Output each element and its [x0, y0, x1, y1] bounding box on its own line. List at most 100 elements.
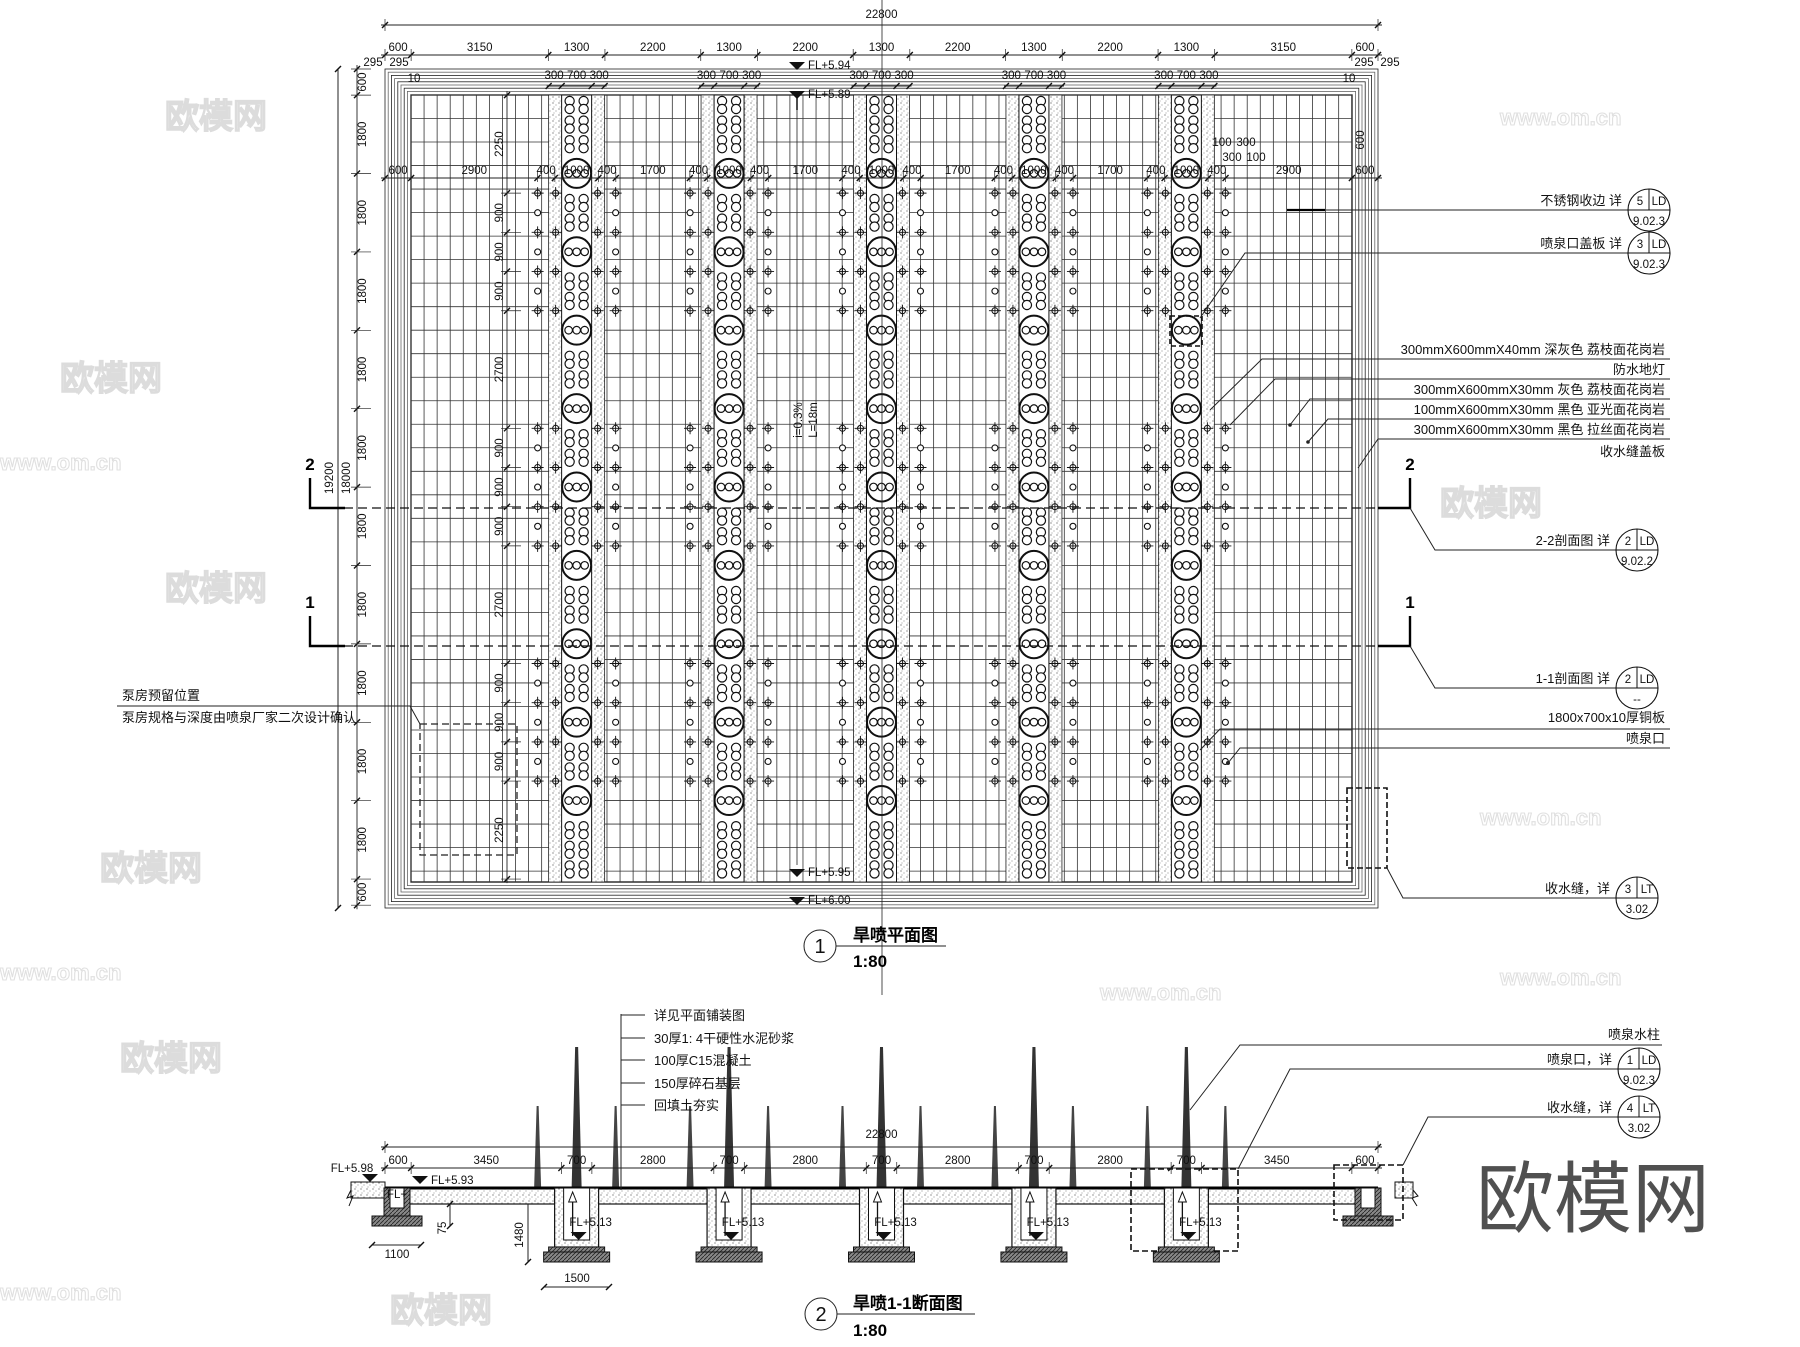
- ground-light-cross: [914, 187, 927, 200]
- dimension-tick: [1167, 82, 1175, 90]
- water-jet-icon: [916, 718, 925, 726]
- ground-light-cross: [531, 735, 544, 748]
- sheet-page: 9.02.3: [1633, 259, 1665, 271]
- water-jet-icon: [686, 248, 694, 256]
- fountain-nozzle: [1170, 471, 1202, 503]
- water-jet-icon: [1069, 287, 1077, 295]
- water-jet-icon: [764, 757, 772, 766]
- fountain-nozzle: [561, 314, 593, 346]
- fountain-strip: [988, 94, 1079, 883]
- dimension-text: 1300: [564, 42, 590, 54]
- dimension-text: 3150: [1270, 42, 1296, 54]
- fountain-nozzle: [866, 785, 897, 817]
- pebble-motif: [716, 672, 728, 683]
- ground-light-cross: [549, 775, 562, 788]
- dimension-tick: [893, 82, 900, 90]
- section-mark-right: [1378, 478, 1412, 510]
- fountain-nozzle: [713, 314, 745, 346]
- water-jet-icon: [612, 444, 620, 452]
- fountain-nozzle: [561, 785, 593, 817]
- ground-light-cross: [1219, 422, 1232, 435]
- nozzle-hole-icon: [1021, 482, 1031, 492]
- dimension-tick: [446, 1222, 454, 1230]
- fountain-nozzle: [1170, 157, 1202, 189]
- dimension-text: 1800: [357, 827, 369, 853]
- water-jet-icon: [916, 444, 925, 452]
- dimension-text: 1480: [514, 1222, 526, 1248]
- ground-light-cross: [1006, 657, 1019, 670]
- level-triangle-icon: [570, 1232, 587, 1240]
- ground-light-cross: [1201, 187, 1214, 200]
- level-mark: FL+5.93: [431, 1175, 474, 1187]
- fountain-strip: [1141, 94, 1232, 883]
- water-jet-icon: [1069, 679, 1077, 687]
- ground-light-cross: [591, 226, 604, 239]
- pebble-motif: [1188, 142, 1199, 154]
- ground-light-cross: [1066, 422, 1079, 435]
- water-jet-icon: [838, 287, 847, 295]
- dimension-text: 295: [1354, 57, 1373, 69]
- nozzle-hole-icon: [869, 325, 878, 335]
- pebble-motif: [730, 829, 742, 840]
- pebble-motif: [1021, 515, 1033, 526]
- ground-light-cross: [1219, 461, 1232, 474]
- ground-light-cross: [609, 696, 622, 709]
- nozzle-hole-icon: [1029, 404, 1039, 413]
- pebble-motif: [730, 672, 742, 683]
- dimension-text: 295: [1380, 57, 1399, 69]
- dimension-text: i=0.3%: [793, 402, 805, 437]
- pebble-motif: [883, 437, 894, 448]
- dimension-text: 700: [567, 70, 586, 82]
- pebble-motif: [730, 613, 742, 624]
- dimension-text: 1300: [869, 42, 895, 54]
- dimension-text: 700: [719, 70, 738, 82]
- nozzle-hole-icon: [732, 717, 742, 727]
- sheet-code: LD: [1640, 536, 1655, 548]
- ground-light-cross: [1066, 265, 1079, 278]
- nozzle-hole-icon: [572, 717, 582, 727]
- ground-light-cross: [762, 657, 775, 670]
- water-jet-icon: [612, 757, 620, 766]
- dimension-text: 400: [1207, 165, 1226, 177]
- dimension-text: 2200: [945, 42, 971, 54]
- ground-light-cross: [896, 461, 909, 474]
- ground-light-cross: [914, 226, 927, 239]
- pebble-motif: [1035, 378, 1047, 389]
- nozzle-hole-icon: [1189, 717, 1199, 727]
- dimension-tick: [753, 82, 761, 90]
- dimension-text: 3150: [467, 42, 493, 54]
- water-jet-icon: [1069, 209, 1077, 217]
- water-jet-icon: [916, 679, 925, 687]
- ground-light-cross: [1006, 735, 1019, 748]
- pebble-motif: [730, 535, 742, 546]
- watermark-logo: 欧模网: [390, 1292, 492, 1330]
- dimension-text: 700: [872, 1155, 891, 1167]
- nozzle-hole-icon: [877, 404, 886, 413]
- leader-line: [1199, 252, 1628, 319]
- nozzle-hole-icon: [1173, 247, 1183, 257]
- water-jet-icon: [1143, 287, 1151, 295]
- ground-light-cross: [1006, 696, 1019, 709]
- pebble-motif: [716, 142, 728, 154]
- nozzle-hole-icon: [732, 325, 742, 335]
- ground-light-cross: [1066, 187, 1079, 200]
- ground-light-cross: [591, 461, 604, 474]
- dimension-text: 400: [1055, 165, 1074, 177]
- ground-light-cross: [1219, 500, 1232, 513]
- drain-channel: [371, 1187, 423, 1227]
- layer-label: 回填土夯实: [654, 1098, 719, 1113]
- break-line-icon: [1411, 1189, 1419, 1207]
- dimension-text: 600: [1355, 165, 1374, 177]
- pebble-motif: [578, 593, 589, 605]
- pebble-motif: [883, 358, 894, 369]
- water-jet-icon: [686, 679, 694, 687]
- pebble-motif: [883, 378, 894, 389]
- pebble-motif: [716, 221, 728, 232]
- pebble-motif: [730, 456, 742, 467]
- nozzle-hole-icon: [1189, 482, 1199, 492]
- pebble-motif: [1035, 299, 1047, 311]
- plan-title: 旱喷平面图: [853, 926, 938, 945]
